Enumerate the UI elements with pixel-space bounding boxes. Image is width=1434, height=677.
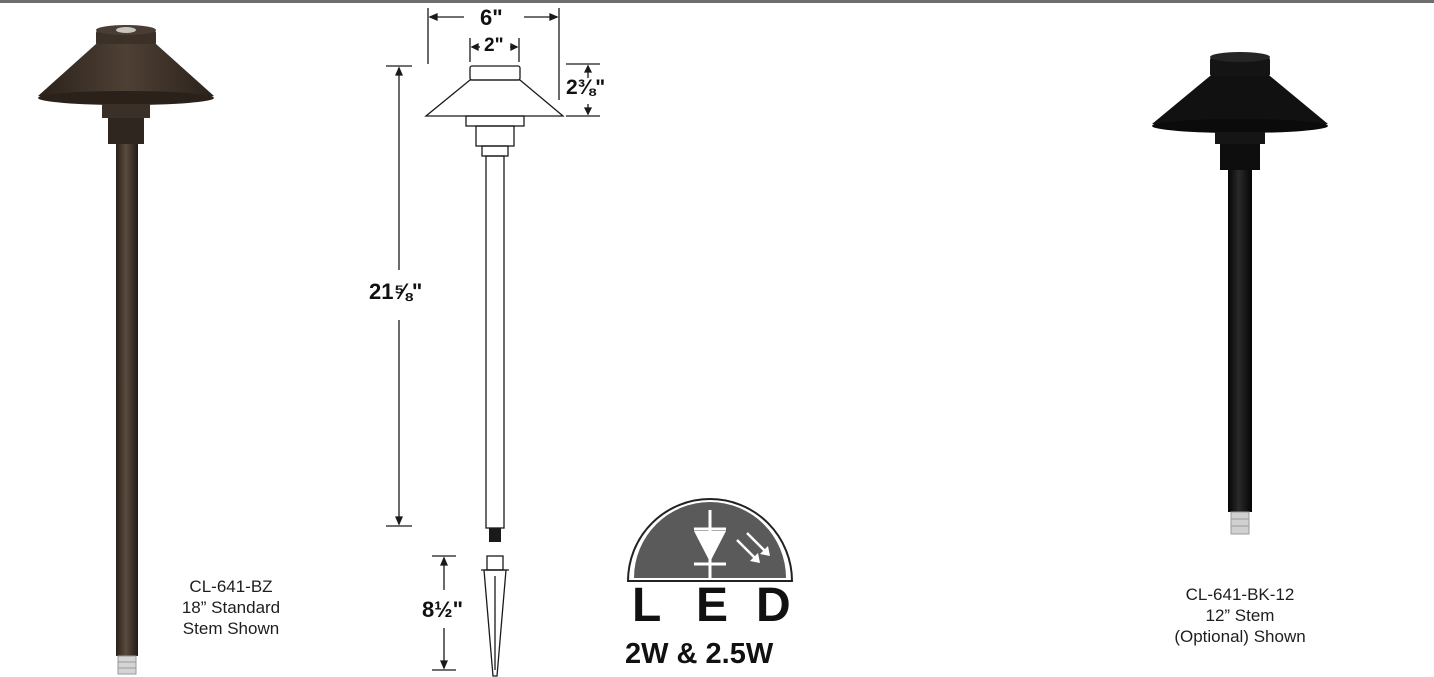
product-stem-note: 18” Standard bbox=[181, 598, 281, 617]
dimension-stem-length: 21⅝" bbox=[369, 279, 423, 304]
product-shown-note: (Optional) Shown bbox=[1174, 627, 1306, 646]
led-wattage: 2W & 2.5W bbox=[625, 638, 774, 670]
product-caption-black: CL-641-BK-12 12” Stem (Optional) Shown bbox=[1150, 584, 1330, 647]
led-letter-l: L bbox=[632, 579, 662, 632]
dimension-shade-height: 2⅜" bbox=[566, 76, 606, 99]
dimension-stake-length: 8½" bbox=[422, 597, 464, 622]
product-shown-note: Stem Shown bbox=[182, 619, 280, 638]
led-letter-e: E bbox=[696, 579, 729, 632]
product-caption-bronze: CL-641-BZ 18” Standard Stem Shown bbox=[156, 576, 306, 639]
dimension-cap-width: 2" bbox=[484, 35, 504, 56]
led-letter-d: D bbox=[756, 579, 791, 632]
product-stem-note: 12” Stem bbox=[1205, 606, 1275, 625]
top-rule bbox=[0, 0, 1434, 3]
dimension-shade-width: 6" bbox=[480, 5, 503, 30]
product-model: CL-641-BZ bbox=[189, 577, 273, 596]
led-diode-icon bbox=[694, 510, 770, 578]
product-model: CL-641-BK-12 bbox=[1185, 585, 1295, 604]
